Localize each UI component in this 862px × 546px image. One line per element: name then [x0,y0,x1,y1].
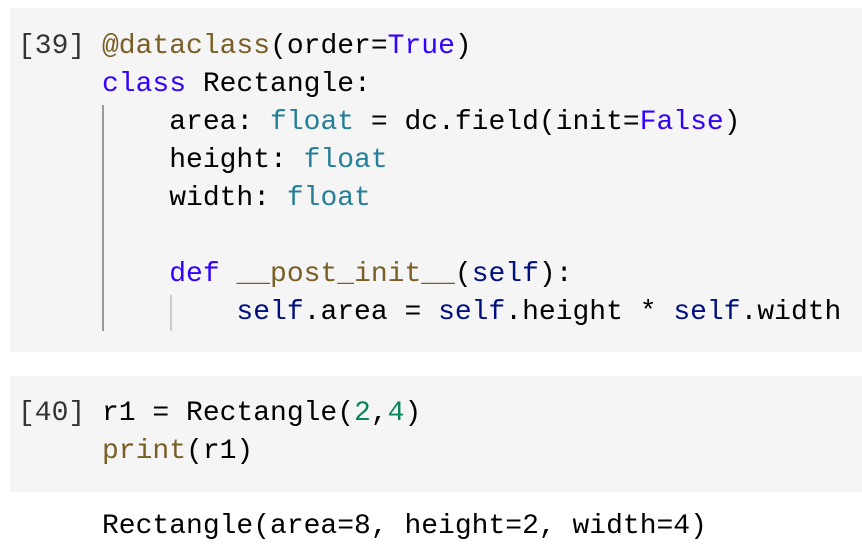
code-token-num: 4 [387,398,405,429]
code-editor[interactable]: @dataclass(order=True)class Rectangle: a… [102,28,841,332]
code-editor[interactable]: r1 = Rectangle(2,4)print(r1) [102,395,421,471]
code-line[interactable] [102,218,841,256]
code-token-kw: class [102,69,187,100]
code-token-plain: .area = [303,297,439,328]
code-token-const: False [639,107,724,138]
code-token-plain: .height * [505,297,674,328]
indent-guide [170,295,172,331]
code-line[interactable]: width: float [102,180,841,218]
code-line[interactable]: @dataclass(order=True) [102,28,841,66]
code-token-plain: (order= [270,31,388,62]
code-token-plain: width: [102,183,287,214]
code-token-plain: ): [538,259,573,290]
code-token-plain: , [370,398,388,429]
code-token-fn: print [102,436,187,467]
code-token-fn: __post_init__ [236,259,455,290]
code-token-self: self [673,297,741,328]
code-line[interactable]: r1 = Rectangle(2,4) [102,395,421,433]
code-line[interactable]: area: float = dc.field(init=False) [102,104,841,142]
code-token-num: 2 [354,398,371,429]
code-cell-40[interactable]: [40] r1 = Rectangle(2,4)print(r1) [10,376,862,492]
code-token-plain: (r1) [186,436,254,467]
code-token-type: float [303,145,388,176]
code-token-plain: ) [404,398,422,429]
code-token-const: True [387,31,455,62]
code-token-plain: = dc.field(init= [354,107,640,138]
code-token-plain: ) [454,31,472,62]
code-token-plain: ( [454,259,472,290]
code-token-self: self [438,297,506,328]
code-line[interactable]: class Rectangle: [102,66,841,104]
code-token-plain: height: [102,145,304,176]
code-token-plain [102,259,169,290]
code-line[interactable]: height: float [102,142,841,180]
code-token-type: float [270,107,355,138]
code-line[interactable]: self.area = self.height * self.width [102,294,841,332]
execution-count: [39] [18,31,86,62]
code-token-plain: area: [102,107,271,138]
code-token-plain: Rectangle: [186,69,371,100]
code-token-self: self [471,259,539,290]
cell-output: Rectangle(area=8, height=2, width=4) [102,511,707,542]
code-line[interactable]: print(r1) [102,433,421,471]
code-token-plain: ) [723,107,741,138]
code-token-plain [220,259,237,290]
code-cell-39[interactable]: [39] @dataclass(order=True)class Rectang… [10,8,862,352]
code-token-self: self [236,297,304,328]
code-token-type: float [286,183,371,214]
code-token-plain: r1 = Rectangle( [102,398,355,429]
indent-guide [102,105,104,331]
code-line[interactable]: def __post_init__(self): [102,256,841,294]
code-token-deco: @dataclass [102,31,271,62]
code-token-kw: def [169,259,220,290]
code-token-plain: .width [740,297,842,328]
execution-count: [40] [18,398,86,429]
